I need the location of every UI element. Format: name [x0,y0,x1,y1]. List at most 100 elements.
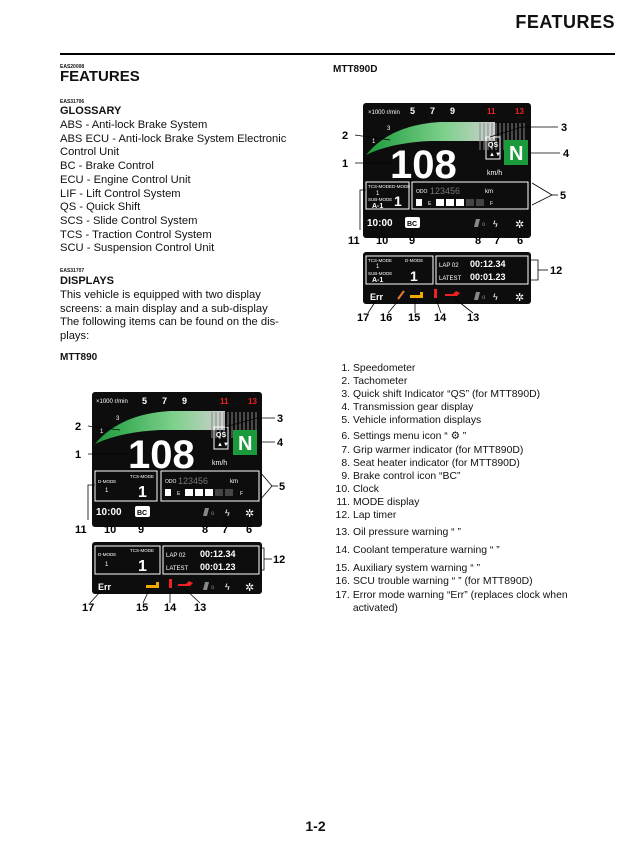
svg-text:1: 1 [410,268,418,284]
lap-timer [162,545,260,575]
svg-text:00:01.23: 00:01.23 [470,272,506,282]
legend-list: 1.Speedometer 2.Tachometer 3.Quick shift… [333,362,613,615]
qs-indicator [485,136,501,160]
grip-warmer-icon: ϟ [225,508,230,518]
svg-text:1: 1 [138,558,147,575]
gear-value: N [509,143,523,165]
svg-text:12: 12 [273,554,285,566]
tick-1: 1 [372,139,376,145]
odometer-value: 123456 [430,186,460,196]
svg-text:8: 8 [202,524,208,536]
legend-item: 2.Tachometer [341,376,408,388]
svg-text:13: 13 [194,602,206,614]
svg-text:1: 1 [376,264,380,270]
svg-text:15: 15 [408,312,420,324]
err-indicator: Err [98,582,112,592]
speedometer: 108 [390,143,457,187]
svg-text:1: 1 [376,191,380,197]
svg-text:17: 17 [357,312,369,324]
svg-text:km: km [485,189,493,195]
glossary-code: EAS31706 [60,99,85,105]
svg-text:5: 5 [279,481,285,493]
svg-text:1: 1 [394,193,402,209]
svg-text:13: 13 [248,397,257,406]
displays-code: EAS31707 [60,268,85,274]
svg-text:✲: ✲ [515,292,524,304]
tick-11: 11 [487,107,496,116]
auxiliary-warning-icon [146,582,159,588]
svg-text:15: 15 [136,602,148,614]
svg-text:17: 17 [82,602,94,614]
legend-item: 12.Lap timer [335,510,397,522]
svg-text:BC: BC [407,221,417,228]
svg-text:LATEST: LATEST [439,276,462,282]
svg-text:✲: ✲ [245,582,254,594]
svg-text:E: E [428,201,432,207]
svg-text:00:01.23: 00:01.23 [200,562,236,572]
svg-text:LAP 02: LAP 02 [439,263,459,269]
diagram-mtt890d: ×1000 r/min 5 7 9 11 13 3 1 108 km/h QS … [342,103,570,324]
svg-text:km: km [230,479,238,485]
tick-9: 9 [450,106,455,116]
glossary-item: LIF - Lift Control System [60,187,181,200]
sub-display-frame [92,542,262,594]
legend-item: 8.Seat heater indicator (for MTT890D) [341,457,520,469]
gear-display [504,140,528,165]
tachometer-bar [95,411,225,444]
svg-text:14: 14 [434,312,447,324]
svg-text:km/h: km/h [212,460,227,467]
svg-text:4: 4 [563,148,570,160]
svg-text:F: F [490,201,493,207]
page-header-title: FEATURES [515,12,615,32]
svg-text:7: 7 [162,396,167,406]
svg-text:6: 6 [517,235,523,247]
svg-text:3: 3 [561,122,567,134]
coolant-warning-icon [434,289,437,298]
svg-text:16: 16 [380,312,392,324]
section-code: EAS20008 [60,64,85,70]
svg-text:ϟ: ϟ [493,292,498,302]
svg-text:A-1: A-1 [372,277,383,284]
svg-text:13: 13 [467,312,479,324]
vehicle-info-display [411,181,529,210]
oil-warning-icon [445,291,460,296]
svg-text:9: 9 [182,396,187,406]
mode-display [365,181,410,210]
svg-text:TCS-MODE: TCS-MODE [130,474,154,479]
legend-item: 4.Transmission gear display [341,402,474,414]
svg-text:3: 3 [277,413,283,425]
svg-text:ODO: ODO [416,189,428,195]
glossary-item: ABS - Anti-lock Brake System [60,119,208,131]
svg-text:o: o [482,295,486,301]
svg-text:SUB-MODE: SUB-MODE [368,271,392,276]
svg-text:9: 9 [138,524,144,536]
svg-text:SUB-MODE: SUB-MODE [368,197,392,202]
legend-item: 17.Error mode warning “Err” (replaces cl… [335,589,568,614]
glossary-item: QS - Quick Shift [60,201,141,214]
svg-text:ODO: ODO [165,479,177,485]
rpm-label: ×1000 r/min [368,110,400,116]
svg-text:5: 5 [142,396,147,406]
legend-item: 7.Grip warmer indicator (for MTT890D) [341,444,524,456]
legend-item: 3.Quick shift Indicator “QS” (for MTT890… [341,389,541,401]
svg-text:11: 11 [220,397,229,406]
svg-text:12: 12 [550,265,562,277]
svg-text:1: 1 [105,562,109,568]
svg-text:00:12.34: 00:12.34 [200,549,236,559]
glossary-item: SCU - Suspension Control Unit [60,242,215,255]
auxiliary-warning-icon [410,292,423,298]
oil-warning-icon [178,581,193,586]
tick-7: 7 [430,106,435,116]
glossary-item: BC - Brake Control [60,160,154,173]
svg-text:4: 4 [277,437,284,449]
settings-icon: ✲ [245,508,254,520]
svg-text:6: 6 [246,524,252,536]
svg-text:10: 10 [104,524,116,536]
displays-text: This vehicle is equipped with two displa… [60,289,279,343]
seat-heater-icon [474,219,480,227]
bc-icon [405,217,420,228]
legend-item: 5.Vehicle information displays [341,415,482,427]
glossary-title: GLOSSARY [60,105,122,117]
svg-text:A-1: A-1 [372,203,383,210]
svg-text:14: 14 [164,602,177,614]
